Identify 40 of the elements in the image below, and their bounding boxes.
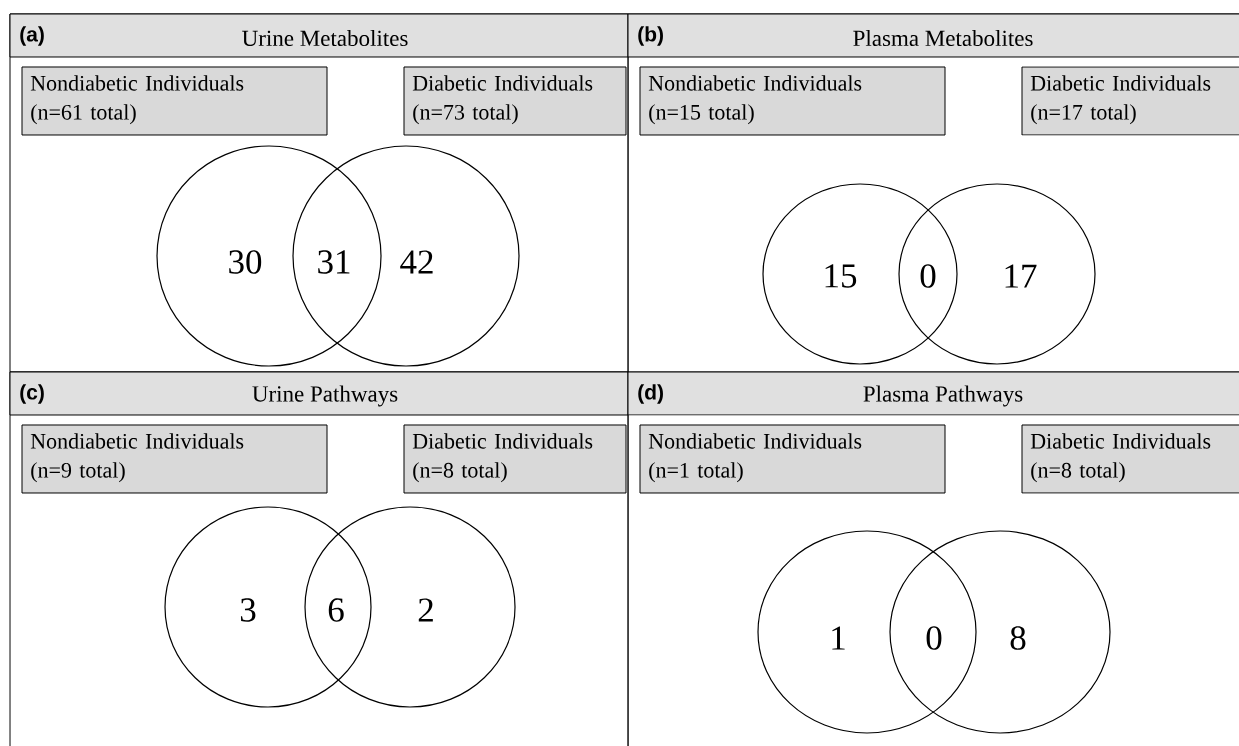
node-label: Urine Pathways <box>252 385 398 407</box>
count-label: 8 <box>1010 626 1026 650</box>
node-label: Plasma Metabolites <box>853 29 1033 47</box>
venn-circle <box>889 530 1111 734</box>
panel-header: (c) Urine Pathways <box>9 371 629 416</box>
node-label: Plasma Pathways <box>863 385 1023 407</box>
venn-circle <box>757 530 977 734</box>
count-label: 17 <box>1005 264 1037 288</box>
label-box: Nondiabetic Individuals (n=9 total) <box>21 424 328 494</box>
label-box: Nondiabetic Individuals (n=61 total) <box>21 66 328 136</box>
node-label: (d) <box>638 384 663 404</box>
count-label: 2 <box>418 598 433 622</box>
label-box: Nondiabetic Individuals (n=1 total) <box>639 424 946 494</box>
node-label: (c) <box>20 384 44 404</box>
count-label: 3 <box>240 598 256 622</box>
label-box: Diabetic Individuals (n=73 total) <box>403 66 627 136</box>
count-label: 31 <box>318 250 350 274</box>
count-label: 0 <box>920 264 936 288</box>
panel-header: (d) Plasma Pathways <box>627 371 1239 416</box>
node-label: Urine Metabolites <box>242 29 408 47</box>
panel-header: (b) Plasma Metabolites <box>627 13 1239 58</box>
node-label: (b) <box>638 26 663 46</box>
count-label: 30 <box>229 250 262 274</box>
venn-circle <box>292 145 520 367</box>
venn-circle <box>164 506 372 708</box>
label-box: Diabetic Individuals (n=17 total) <box>1021 66 1239 136</box>
count-label: 0 <box>926 626 942 650</box>
label-box: Nondiabetic Individuals (n=15 total) <box>639 66 946 136</box>
label-box: Diabetic Individuals (n=8 total) <box>403 424 627 494</box>
count-label: 15 <box>825 264 857 288</box>
count-label: 42 <box>400 250 433 274</box>
venn-circle <box>762 183 958 365</box>
label-box: Diabetic Individuals (n=8 total) <box>1021 424 1239 494</box>
count-label: 6 <box>328 598 344 622</box>
venn-circle <box>898 183 1096 365</box>
venn-circle <box>156 145 382 367</box>
count-label: 1 <box>832 626 845 650</box>
venn-circle <box>304 506 516 708</box>
panel-header: (a) Urine Metabolites <box>9 13 629 58</box>
node-label: (a) <box>20 26 44 46</box>
